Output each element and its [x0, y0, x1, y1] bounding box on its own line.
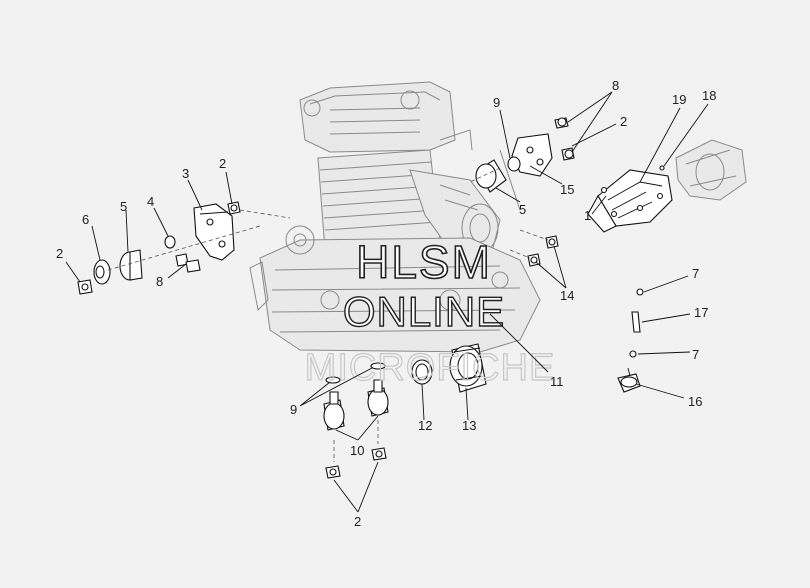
callout-11: 11 — [550, 374, 564, 389]
callout-5-right: 5 — [519, 202, 526, 217]
intake-housing-assembly — [587, 139, 747, 233]
callout-6: 6 — [82, 212, 89, 227]
callout-3: 3 — [182, 166, 189, 181]
callout-2-far-left: 2 — [56, 246, 63, 261]
callout-8-left: 8 — [156, 274, 163, 289]
callout-9-top: 9 — [493, 95, 500, 110]
watermark: MICROFICHE HLSM ONLINE — [304, 235, 556, 389]
callout-10: 10 — [350, 443, 364, 458]
callout-2-bottom: 2 — [354, 514, 361, 529]
callout-15: 15 — [560, 182, 574, 197]
callout-2-left-top: 2 — [219, 156, 226, 171]
callout-1: 1 — [584, 208, 591, 223]
bottom-mounts — [323, 362, 389, 479]
callout-9-bottom: 9 — [290, 402, 297, 417]
engine-block-ghost — [249, 81, 541, 353]
callout-8-top: 8 — [612, 78, 619, 93]
callout-7-bottom: 7 — [692, 347, 699, 362]
left-mount-bracket — [77, 201, 291, 295]
callout-12: 12 — [418, 418, 432, 433]
callout-16: 16 — [688, 394, 702, 409]
callout-13: 13 — [462, 418, 476, 433]
callout-5-left: 5 — [120, 199, 127, 214]
leader-lines — [65, 91, 709, 513]
callout-7-top: 7 — [692, 266, 699, 281]
watermark-line2: ONLINE — [343, 288, 505, 335]
intake-boot — [411, 343, 487, 393]
callout-19: 19 — [672, 92, 686, 107]
callout-17: 17 — [694, 305, 708, 320]
watermark-line3: MICROFICHE — [305, 347, 556, 389]
callout-labels: 8 19 18 9 2 15 1 5 2 3 5 4 6 2 8 14 7 17… — [56, 78, 716, 529]
callout-18: 18 — [702, 88, 716, 103]
callout-2-top-right: 2 — [620, 114, 627, 129]
callout-4: 4 — [147, 194, 154, 209]
pin-assembly — [617, 288, 644, 393]
callout-14: 14 — [560, 288, 574, 303]
right-mount-bracket — [469, 117, 575, 193]
watermark-line1: HLSM — [356, 236, 492, 288]
